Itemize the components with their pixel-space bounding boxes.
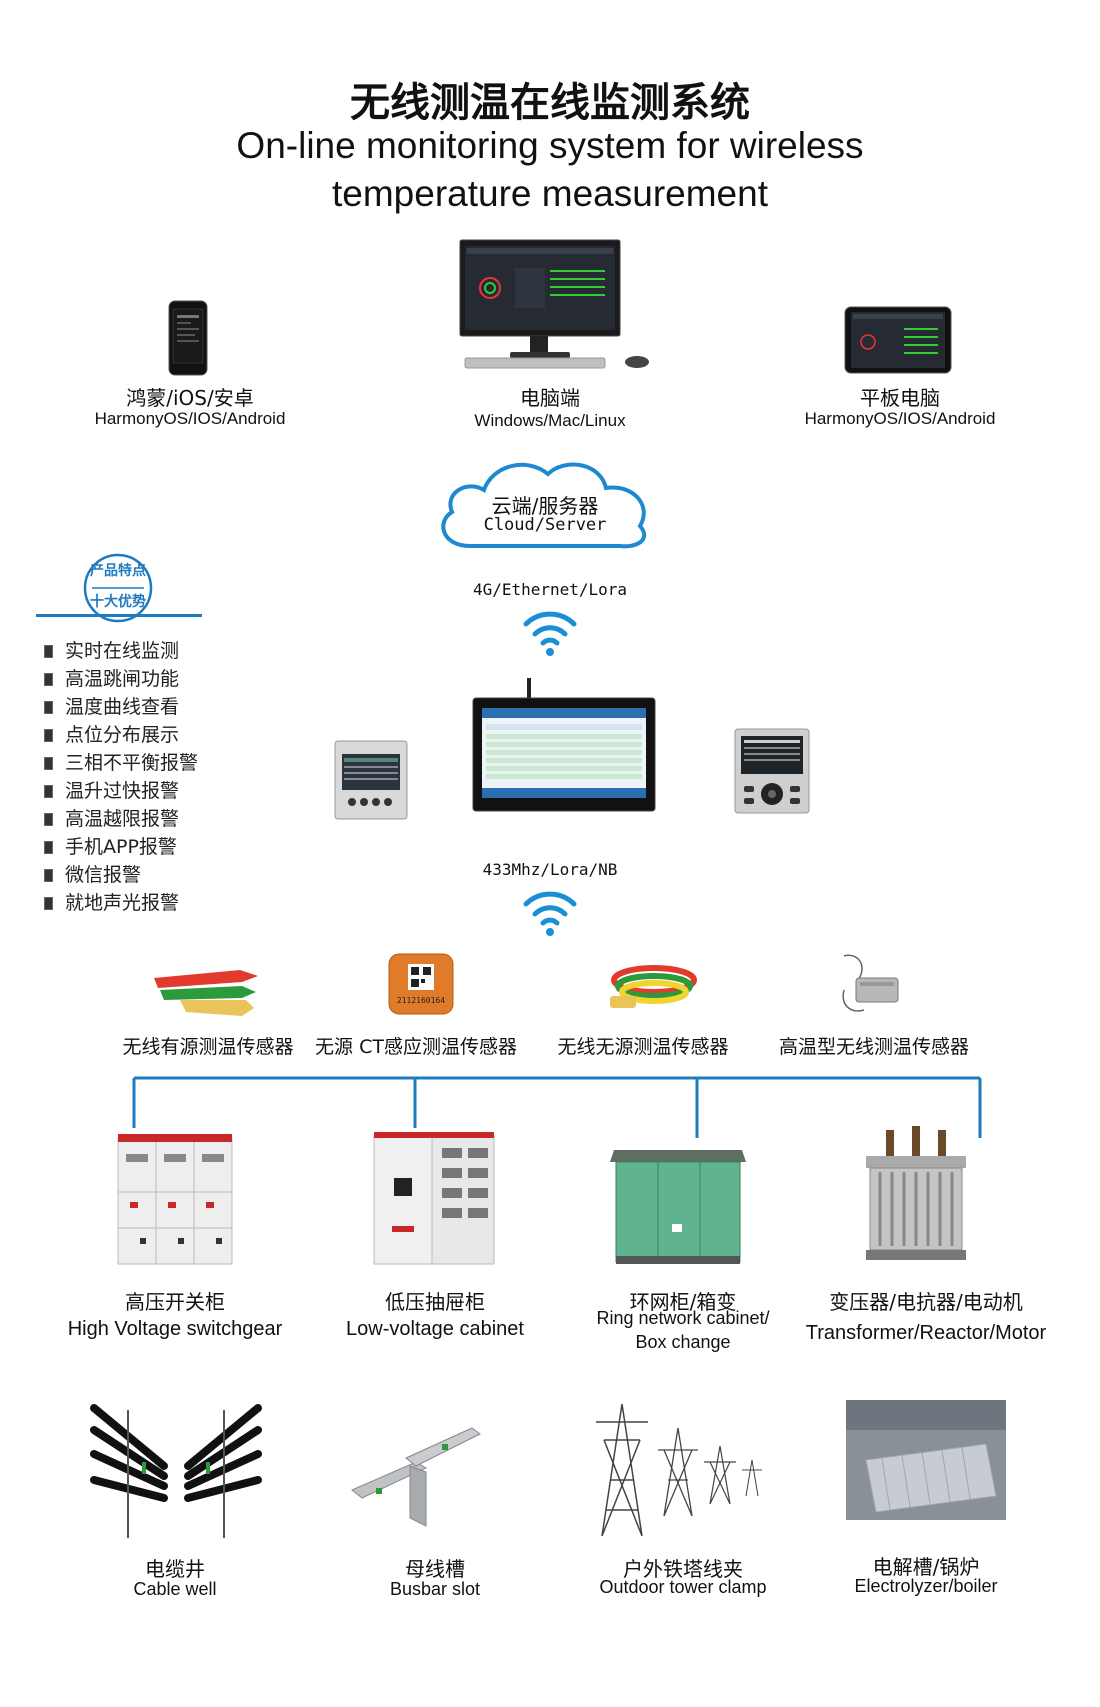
badge-line-1: 产品特点 <box>90 563 146 579</box>
bullet-icon <box>44 896 53 910</box>
bullet-icon <box>44 756 53 770</box>
list-item: 高温越限报警 <box>44 805 198 833</box>
app-label-cn: 户外铁塔线夹 <box>623 1557 743 1581</box>
high-voltage-switchgear-icon <box>117 1134 233 1265</box>
client-phone-label: 鸿蒙/iOS/安卓 <box>126 386 254 410</box>
transmission-tower-icon <box>596 1403 762 1537</box>
wifi-icon <box>523 611 577 656</box>
app-label-en: Busbar slot <box>389 1579 481 1599</box>
distribution-connector <box>132 1076 982 1138</box>
sensor-label-high-temp: 高温型无线测温传感器 <box>778 1036 969 1058</box>
app-label-cn: 母线槽 <box>405 1557 465 1581</box>
list-item: 温度曲线查看 <box>44 693 198 721</box>
client-tablet-os: HarmonyOS/IOS/Android <box>804 409 996 428</box>
sensor-label-active: 无线有源测温传感器 <box>122 1036 294 1058</box>
gateway-touchscreen-icon <box>472 678 656 812</box>
features-divider <box>36 614 202 617</box>
bullet-icon <box>44 700 53 714</box>
smartphone-icon <box>168 300 208 376</box>
client-pc-os: Windows/Mac/Linux <box>474 411 626 430</box>
sensor-label-ct: 无源 CT感应测温传感器 <box>315 1036 517 1058</box>
bullet-icon <box>44 728 53 742</box>
passive-sensor-clamp-icon <box>610 965 697 1008</box>
high-temp-sensor-icon <box>842 954 899 1012</box>
upper-link-protocols: 4G/Ethernet/Lora <box>472 580 628 599</box>
bullet-icon <box>44 784 53 798</box>
page-subtitle: On-line monitoring system for wireless t… <box>0 122 1100 218</box>
cloud-label-en: Cloud/Server <box>483 515 607 535</box>
app-label-en: Low-voltage cabinet <box>346 1318 524 1340</box>
sensor-label-passive: 无线无源测温传感器 <box>557 1036 729 1058</box>
wifi-icon <box>523 891 577 936</box>
list-item: 实时在线监测 <box>44 637 198 665</box>
app-label-en: Transformer/Reactor/Motor <box>805 1322 1047 1344</box>
page-title: 无线测温在线监测系统 <box>350 80 750 126</box>
panel-meter-icon <box>734 728 810 814</box>
app-label-en: Outdoor tower clamp <box>599 1577 767 1597</box>
lower-link-protocols: 433Mhz/Lora/NB <box>482 860 618 879</box>
app-label-en: Ring network cabinet/ <box>596 1308 770 1328</box>
app-label-cn: 高压开关柜 <box>125 1290 225 1314</box>
cloud-icon <box>441 462 647 549</box>
app-label-cn: 电解槽/锅炉 <box>872 1555 980 1579</box>
low-voltage-cabinet-icon <box>373 1132 495 1265</box>
temperature-display-unit-icon <box>334 740 408 820</box>
ct-sensor-icon: 2112160164 <box>388 953 454 1015</box>
app-label-en-line-2: Box change <box>635 1332 731 1352</box>
bullet-icon <box>44 812 53 826</box>
cable-well-icon <box>90 1404 262 1538</box>
bullet-icon <box>44 840 53 854</box>
app-label-cn: 变压器/电抗器/电动机 <box>829 1290 1023 1314</box>
list-item: 高温跳闸功能 <box>44 665 198 693</box>
feature-list: 实时在线监测 高温跳闸功能 温度曲线查看 点位分布展示 三相不平衡报警 温升过快… <box>44 637 198 917</box>
tablet-icon <box>844 306 952 374</box>
badge-line-2: 十大优势 <box>90 594 146 610</box>
features-badge <box>83 553 153 623</box>
bullet-icon <box>44 868 53 882</box>
app-label-en: High Voltage switchgear <box>67 1318 283 1340</box>
client-tablet-label: 平板电脑 <box>860 386 940 410</box>
cloud-label-cn: 云端/服务器 <box>491 494 599 518</box>
subtitle-line-1: On-line monitoring system for wireless <box>236 125 864 166</box>
list-item: 点位分布展示 <box>44 721 198 749</box>
client-pc-label: 电脑端 <box>520 386 580 410</box>
list-item: 三相不平衡报警 <box>44 749 198 777</box>
list-item: 手机APP报警 <box>44 833 198 861</box>
transformer-icon <box>866 1126 966 1260</box>
active-sensor-clamp-icon <box>154 970 258 1016</box>
busbar-slot-icon <box>351 1427 481 1527</box>
bullet-icon <box>44 672 53 686</box>
bullet-icon <box>44 644 53 658</box>
list-item: 温升过快报警 <box>44 777 198 805</box>
ct-sensor-code: 2112160164 <box>397 996 445 1005</box>
client-phone-os: HarmonyOS/IOS/Android <box>94 409 286 428</box>
app-label-cn: 电缆井 <box>145 1557 205 1581</box>
electrolyzer-icon <box>846 1400 1006 1520</box>
list-item: 微信报警 <box>44 861 198 889</box>
app-label-en: Cable well <box>133 1579 217 1599</box>
app-label-en: Electrolyzer/boiler <box>854 1576 998 1596</box>
desktop-computer-icon <box>459 239 649 369</box>
list-item: 就地声光报警 <box>44 889 198 917</box>
ring-network-cabinet-icon <box>610 1150 746 1264</box>
app-label-cn: 低压抽屉柜 <box>385 1290 485 1314</box>
subtitle-line-2: temperature measurement <box>332 173 768 214</box>
app-label-cn: 环网柜/箱变 <box>629 1290 737 1314</box>
